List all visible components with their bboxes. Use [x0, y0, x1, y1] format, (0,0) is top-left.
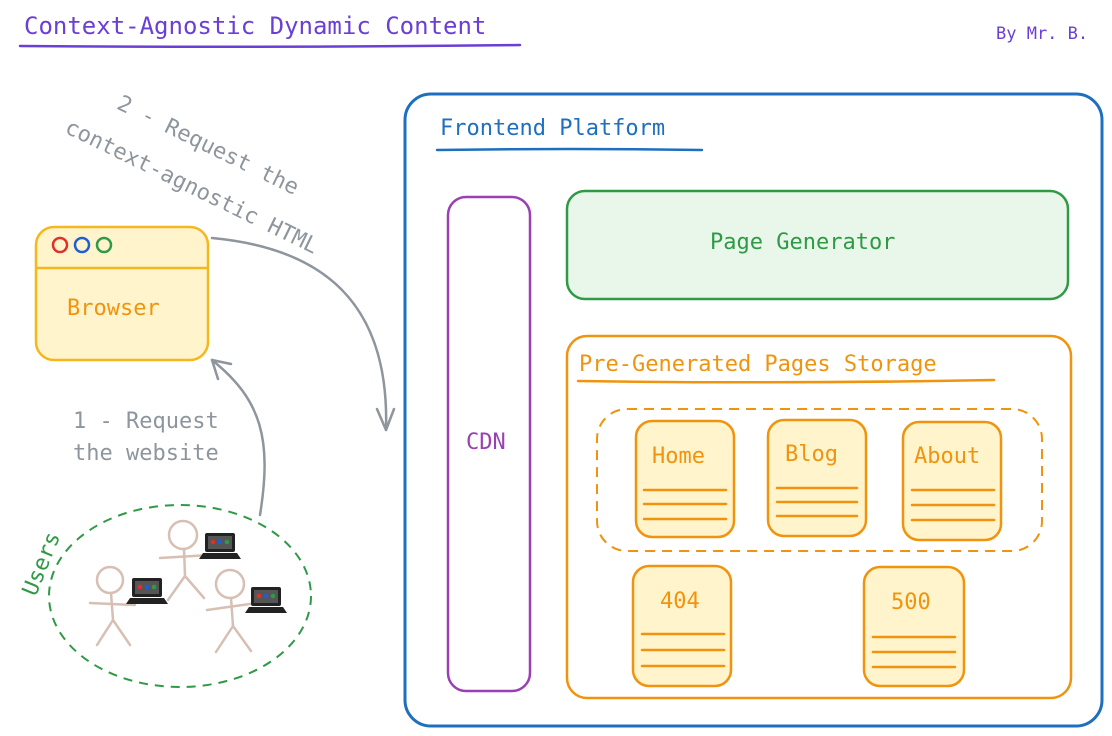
frontend-platform-box: [403, 92, 1104, 728]
window-minimize-dot: [73, 236, 91, 254]
browser-label: Browser: [67, 296, 160, 321]
content-pages-group: [596, 408, 1043, 552]
step1-line2: the website: [73, 441, 219, 466]
cdn-label: CDN: [466, 430, 506, 455]
page-label-about: About: [914, 444, 981, 469]
page-card-blog: [766, 418, 868, 538]
platform-underline: [435, 147, 704, 152]
storage-underline: [576, 378, 996, 384]
author-label: By Mr. B.: [996, 24, 1089, 44]
laptop-icon: [245, 587, 287, 613]
step1-line1: 1 - Request: [73, 409, 219, 434]
page-card-404: [631, 564, 733, 688]
arrow-request-html: [210, 236, 396, 432]
platform-title: Frontend Platform: [440, 116, 666, 141]
user-figure-2: [158, 519, 212, 602]
page-label-blog: Blog: [785, 442, 838, 467]
page-card-home: [634, 419, 736, 539]
users-group: [48, 504, 312, 688]
storage-box: [565, 334, 1073, 700]
page-label-home: Home: [652, 444, 705, 469]
page-generator-box: [565, 189, 1070, 301]
arrow-request-website: [210, 358, 266, 517]
page-label-500: 500: [891, 590, 931, 615]
page-card-500: [862, 565, 966, 688]
window-maximize-dot: [95, 236, 113, 254]
user-figure-3: [205, 568, 259, 654]
page-card-about: [901, 420, 1003, 542]
browser-window: [34, 225, 210, 362]
window-close-dot: [51, 236, 69, 254]
cdn-box: [446, 195, 532, 693]
storage-title: Pre-Generated Pages Storage: [579, 352, 937, 377]
page-label-404: 404: [660, 589, 700, 614]
page-generator-label: Page Generator: [710, 230, 896, 255]
laptop-icon: [126, 578, 168, 604]
page-title: Context-Agnostic Dynamic Content: [24, 12, 487, 40]
laptop-icon: [199, 533, 241, 559]
title-underline: [18, 43, 522, 49]
user-figure-1: [88, 565, 137, 647]
